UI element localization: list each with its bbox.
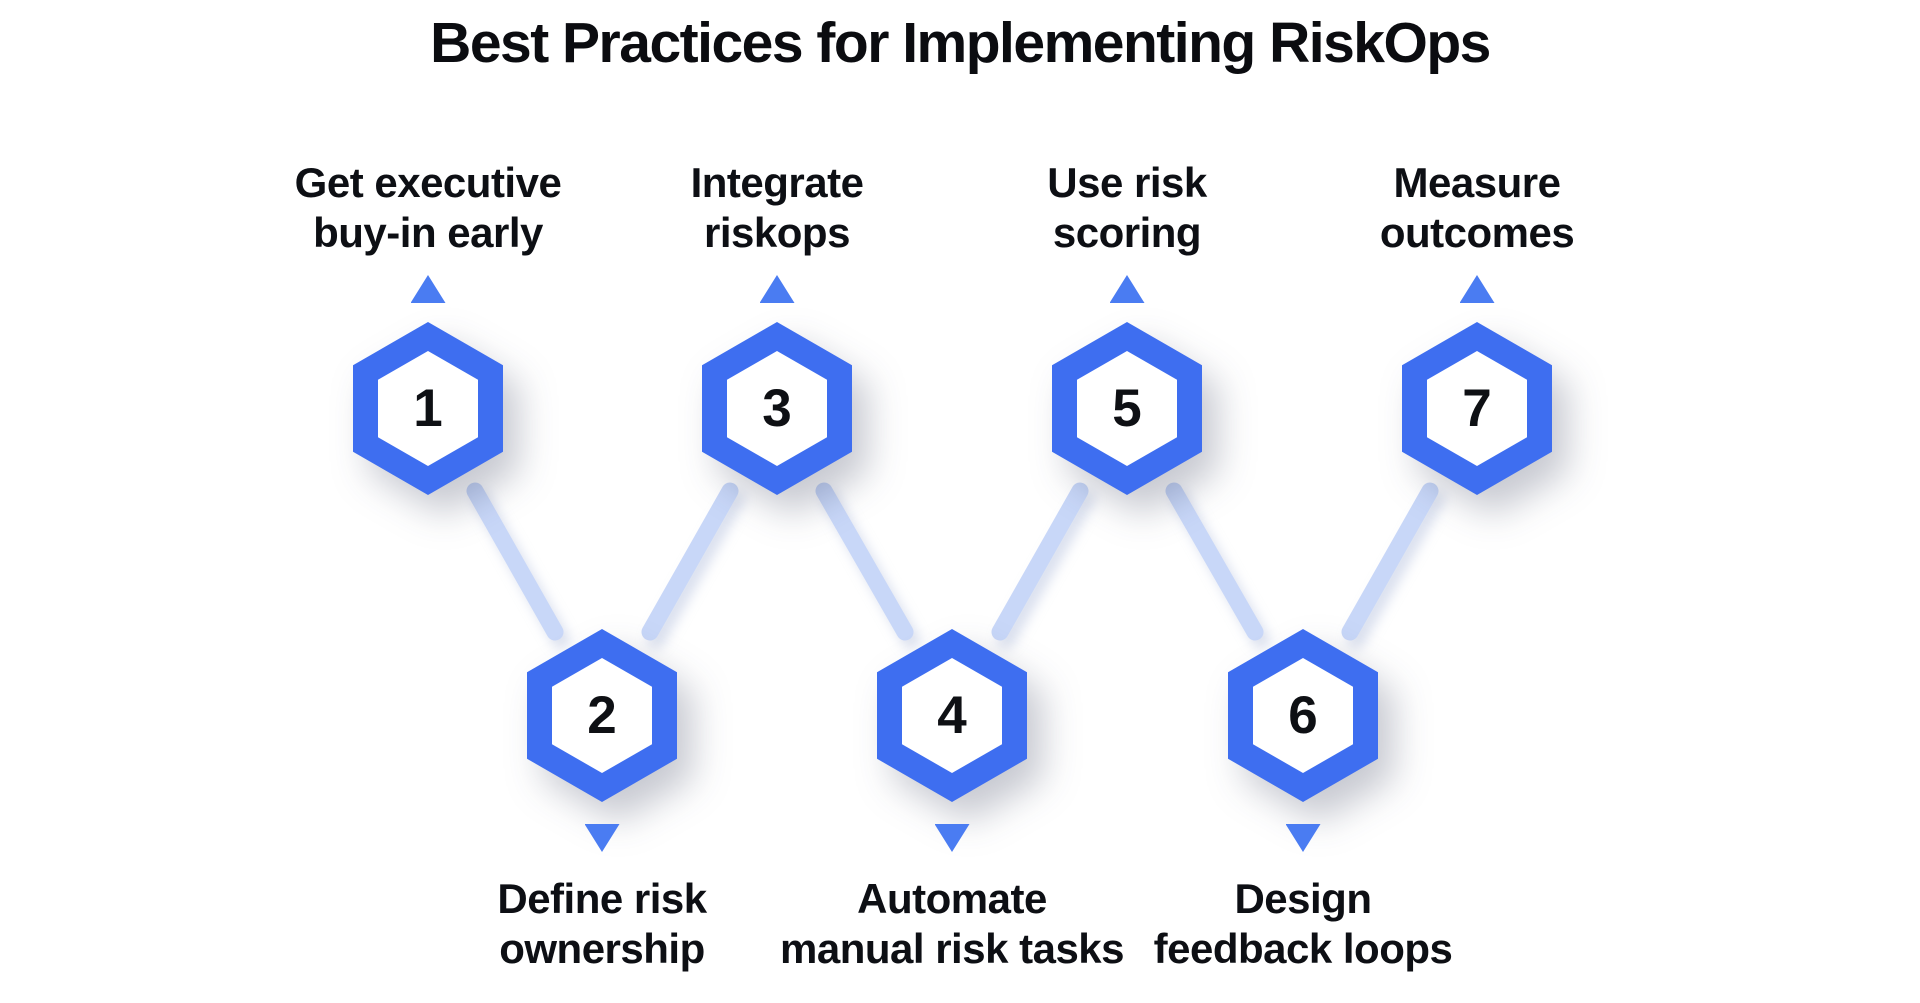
step-number: 5	[1112, 379, 1142, 438]
step-node-1: Get executive buy-in early 1	[198, 158, 658, 495]
step-node-2: 2 Define risk ownership	[372, 629, 832, 974]
step-number: 1	[413, 379, 443, 438]
arrow-up-icon	[1109, 275, 1145, 303]
step-label-line: riskops	[704, 209, 850, 256]
connector-line-1-2	[466, 482, 564, 641]
step-label-5: Use risk scoring	[1047, 158, 1207, 258]
step-label-6: Design feedback loops	[1154, 874, 1453, 974]
hexagon-shape: 1	[353, 322, 503, 495]
step-label-line: scoring	[1052, 209, 1202, 256]
step-node-5: Use risk scoring 5	[897, 158, 1357, 495]
connector-line-6-7	[1341, 482, 1439, 641]
arrow-up-icon	[759, 275, 795, 303]
step-label-line: manual risk tasks	[779, 925, 1125, 972]
hexagon-badge-2: 2	[527, 629, 677, 802]
step-node-7: Measure outcomes 7	[1247, 158, 1707, 495]
step-number: 2	[587, 686, 617, 745]
hexagon-badge-3: 3	[702, 322, 852, 495]
step-label-line: feedback loops	[1153, 925, 1453, 972]
step-number: 7	[1462, 379, 1492, 438]
step-label-line: Automate	[857, 875, 1047, 922]
hexagon-badge-4: 4	[877, 629, 1027, 802]
hexagon-badge-5: 5	[1052, 322, 1202, 495]
hexagon-inner	[727, 351, 827, 466]
step-label-line: outcomes	[1379, 209, 1575, 256]
step-node-3: Integrate riskops 3	[547, 158, 1007, 495]
hexagon-badge-1: 1	[353, 322, 503, 495]
arrow-down-icon	[934, 824, 970, 852]
hexagon-inner	[552, 658, 652, 773]
hexagon-shape: 3	[702, 322, 852, 495]
step-label-line: Integrate	[690, 159, 864, 206]
connector-line-5-6	[1165, 482, 1264, 641]
step-label-1: Get executive buy-in early	[295, 158, 562, 258]
step-node-4: 4 Automate manual risk tasks	[722, 629, 1182, 974]
connector-line-3-4	[815, 482, 914, 641]
connector-line-4-5	[991, 482, 1089, 641]
hexagon-shape: 5	[1052, 322, 1202, 495]
hexagon-badge-6: 6	[1228, 629, 1378, 802]
step-number: 6	[1288, 686, 1318, 745]
hexagon-inner	[902, 658, 1002, 773]
hexagon-shape: 7	[1402, 322, 1552, 495]
hexagon-shape: 4	[877, 629, 1027, 802]
step-label-line: buy-in early	[313, 209, 543, 256]
hexagon-shape: 6	[1228, 629, 1378, 802]
step-node-6: 6 Design feedback loops	[1073, 629, 1533, 974]
arrow-down-icon	[584, 824, 620, 852]
step-label-2: Define risk ownership	[497, 874, 707, 974]
step-label-line: Design	[1234, 875, 1372, 922]
hexagon-shape: 2	[527, 629, 677, 802]
step-label-line: Measure	[1393, 159, 1561, 206]
step-label-7: Measure outcomes	[1379, 158, 1575, 258]
step-label-line: Define risk	[497, 875, 707, 922]
page-title: Best Practices for Implementing RiskOps	[430, 11, 1491, 75]
step-label-line: Use risk	[1047, 159, 1207, 206]
connector-line-2-3	[641, 482, 739, 641]
arrow-up-icon	[1459, 275, 1495, 303]
step-number: 4	[937, 686, 967, 745]
arrow-up-icon	[410, 275, 446, 303]
arrow-down-icon	[1285, 824, 1321, 852]
step-number: 3	[762, 379, 792, 438]
step-label-4: Automate manual risk tasks	[779, 874, 1125, 974]
step-label-line: ownership	[499, 925, 705, 972]
hexagon-badge-7: 7	[1402, 322, 1552, 495]
step-label-line: Get executive	[294, 159, 562, 206]
step-label-3: Integrate riskops	[691, 158, 864, 258]
